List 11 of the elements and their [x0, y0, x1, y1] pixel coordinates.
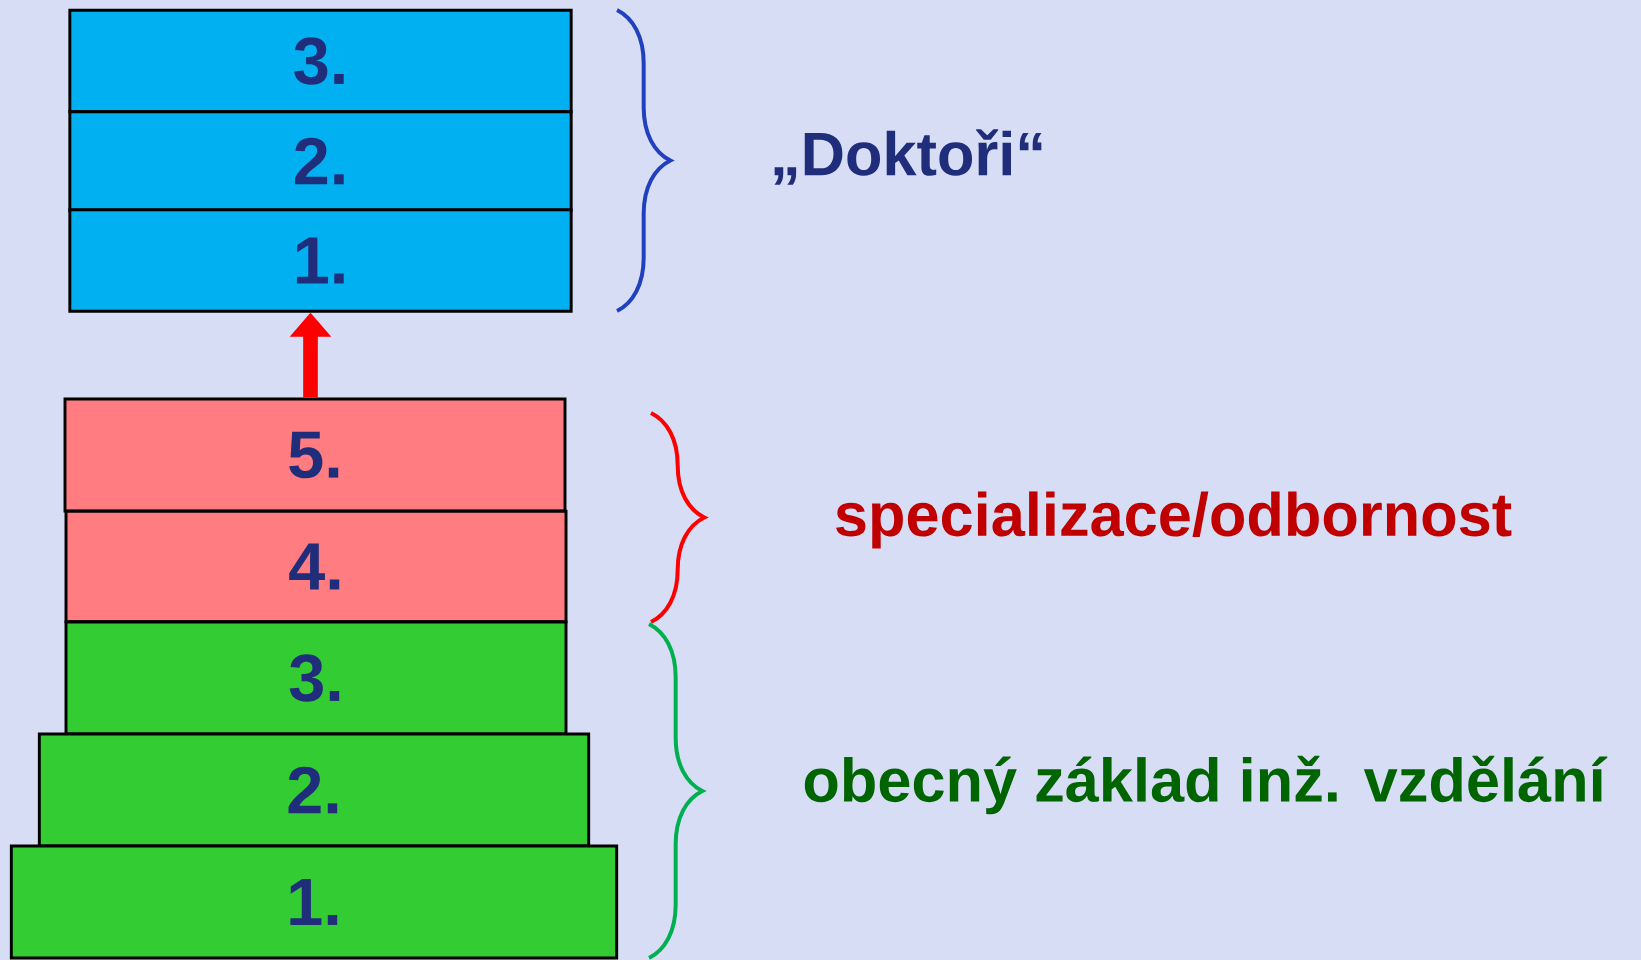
group-label: „Doktoři“	[774, 129, 1042, 185]
level-box: 3.	[64, 620, 568, 736]
level-box: 1.	[9, 844, 619, 960]
level-box: 3.	[68, 8, 573, 114]
level-box: 2.	[68, 110, 573, 212]
level-box: 4.	[64, 509, 568, 624]
group-label: obecný základ inž. vzdělání	[804, 755, 1608, 815]
level-box: 2.	[37, 732, 591, 848]
level-box: 1.	[68, 208, 573, 313]
group-label: specializace/odbornost	[836, 491, 1512, 549]
level-box: 5.	[63, 397, 567, 513]
